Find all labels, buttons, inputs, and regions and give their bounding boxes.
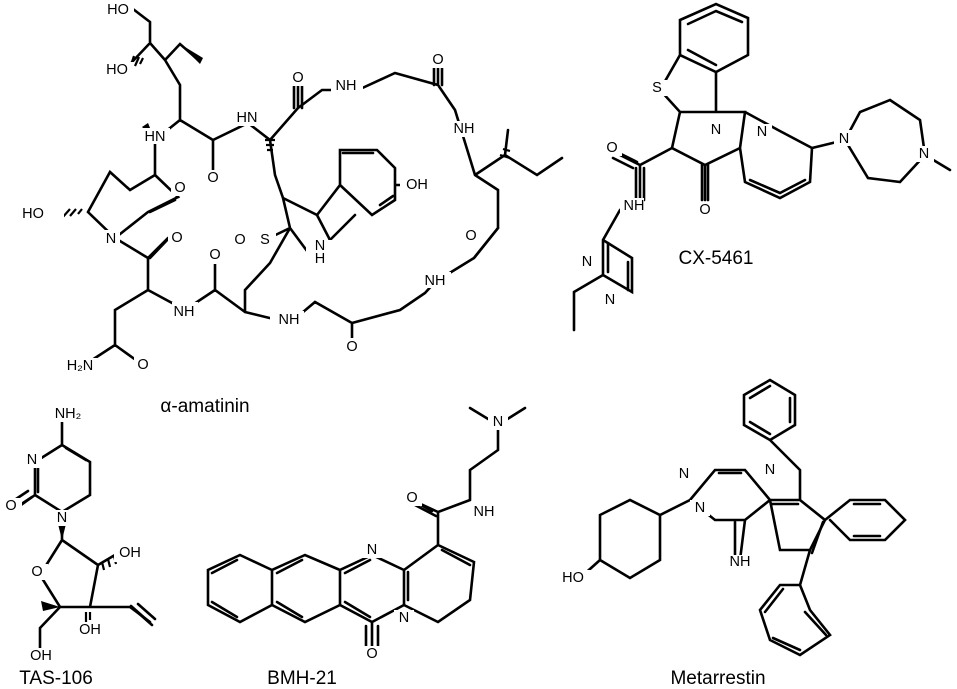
svg-text:NH: NH: [474, 504, 495, 520]
caption-alpha-amatinin: α-amatinin: [160, 396, 249, 417]
svg-text:O: O: [5, 498, 16, 514]
svg-text:N: N: [679, 466, 689, 482]
svg-text:HN: HN: [145, 129, 166, 145]
svg-text:S: S: [260, 232, 270, 248]
svg-text:O: O: [137, 357, 148, 373]
svg-text:N: N: [315, 238, 325, 254]
svg-text:N: N: [765, 462, 775, 478]
svg-text:O: O: [606, 140, 617, 156]
svg-text:N: N: [493, 414, 503, 430]
svg-text:O: O: [465, 228, 476, 244]
svg-text:NH: NH: [279, 312, 300, 328]
svg-text:H₂N: H₂N: [67, 358, 94, 374]
svg-text:O: O: [366, 646, 377, 662]
caption-tas-106: TAS-106: [19, 668, 93, 689]
svg-text:O: O: [209, 247, 220, 263]
svg-text:N: N: [695, 500, 705, 516]
caption-bmh-21: BMH-21: [267, 668, 337, 689]
svg-text:NH₂: NH₂: [55, 406, 82, 422]
svg-text:H: H: [315, 251, 325, 267]
svg-text:N: N: [605, 292, 615, 308]
svg-text:O: O: [432, 52, 443, 68]
svg-text:O: O: [171, 230, 182, 246]
svg-text:NH: NH: [624, 198, 645, 214]
caption-metarrestin: Metarrestin: [670, 668, 765, 689]
svg-text:O: O: [406, 490, 417, 506]
svg-text:O: O: [207, 170, 218, 186]
svg-text:NH: NH: [336, 78, 357, 94]
svg-text:HO: HO: [107, 2, 129, 18]
svg-text:NH: NH: [174, 304, 195, 320]
svg-text:O: O: [699, 202, 710, 218]
svg-text:O: O: [346, 339, 357, 355]
svg-text:NH: NH: [425, 273, 446, 289]
svg-text:N: N: [57, 510, 67, 526]
structure-metarrestin: N N N NH HO Metarrestin: [560, 378, 907, 689]
svg-text:HO: HO: [106, 62, 128, 78]
svg-text:N: N: [367, 542, 377, 558]
svg-text:O: O: [174, 180, 185, 196]
svg-text:OH: OH: [30, 648, 52, 664]
svg-text:NH: NH: [454, 121, 475, 137]
structure-alpha-amatinin: HO HO HN O HN O NH O NH HO N O O OH O S …: [4, 2, 564, 417]
svg-text:N: N: [757, 124, 767, 140]
svg-text:HO: HO: [562, 570, 584, 586]
svg-text:OH: OH: [119, 545, 141, 561]
svg-text:N: N: [839, 131, 849, 147]
structure-tas-106: NH₂ N O N O OH OH OH TAS-106: [2, 406, 157, 689]
svg-text:HO: HO: [22, 206, 44, 222]
svg-text:N: N: [27, 452, 37, 468]
svg-text:O: O: [292, 70, 303, 86]
svg-text:S: S: [652, 80, 662, 96]
caption-cx-5461: CX-5461: [679, 248, 754, 269]
svg-text:NH: NH: [730, 554, 751, 570]
svg-text:HN: HN: [237, 110, 258, 126]
svg-text:OH: OH: [406, 177, 428, 193]
svg-text:N: N: [106, 231, 116, 247]
structure-bmh-21: O NH N N N O BMH-21: [206, 406, 527, 689]
svg-text:O: O: [234, 232, 245, 248]
svg-text:O: O: [31, 564, 42, 580]
structure-cx-5461: S N N N N O NH O N N CX-5461: [572, 2, 952, 332]
svg-text:N: N: [582, 254, 592, 270]
svg-text:N: N: [711, 122, 721, 138]
svg-text:OH: OH: [79, 622, 101, 638]
svg-text:N: N: [919, 146, 929, 162]
svg-text:N: N: [399, 610, 409, 626]
